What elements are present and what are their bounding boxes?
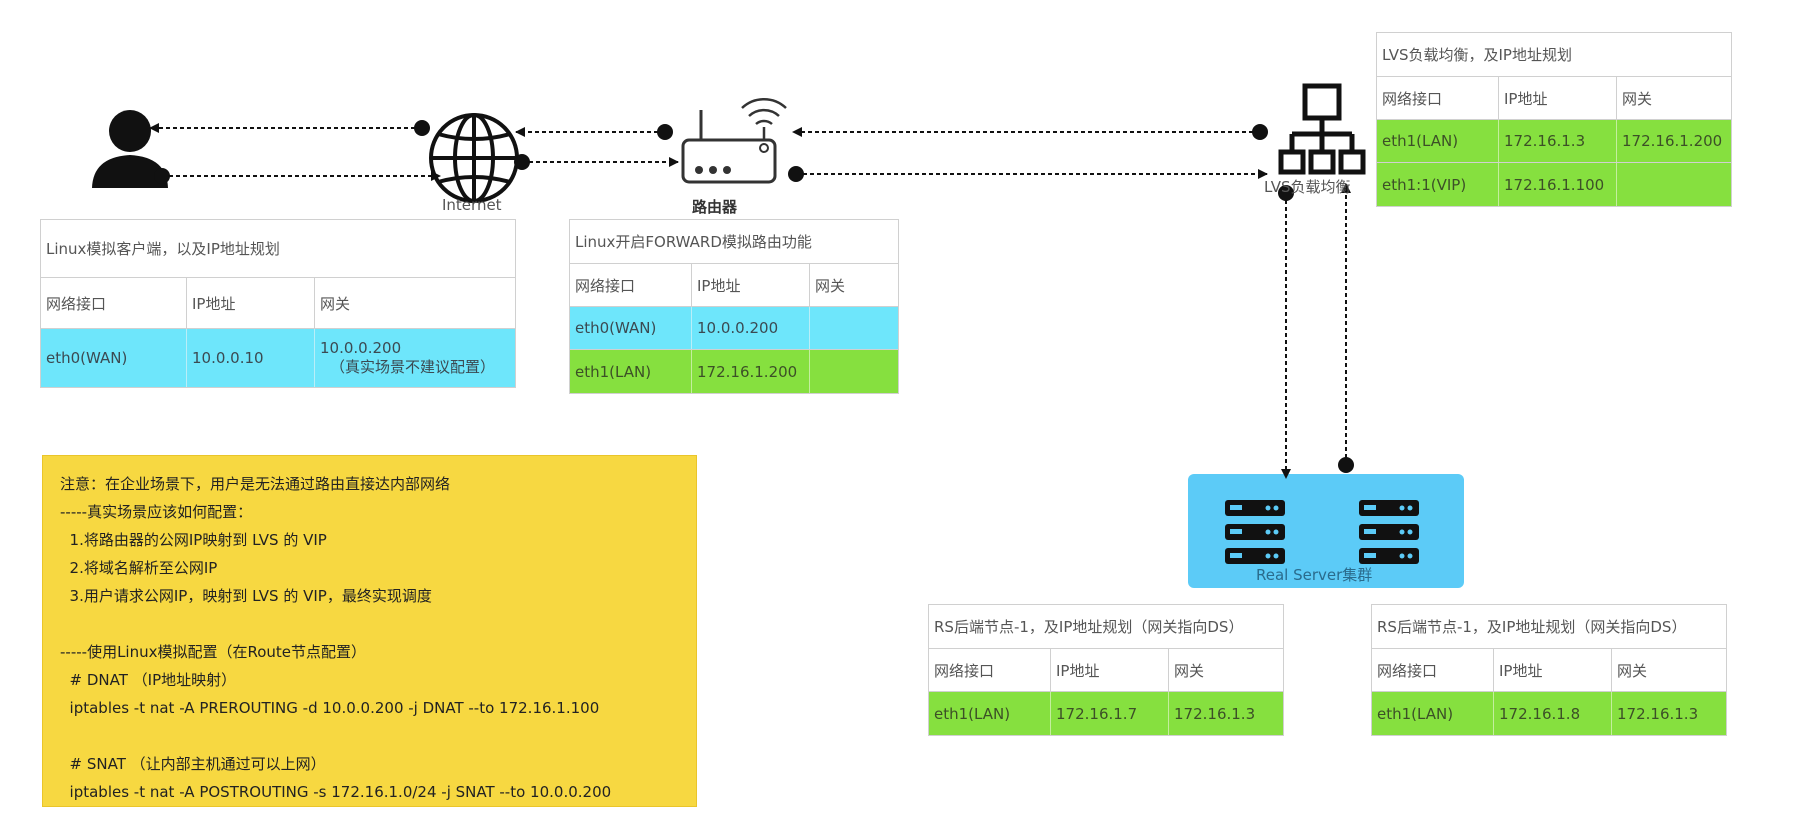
table-caption: Linux模拟客户端，以及IP地址规划 xyxy=(41,220,515,278)
table-row: eth1(LAN) 172.16.1.7 172.16.1.3 xyxy=(929,692,1283,735)
header-cell: 网关 xyxy=(815,276,846,295)
table-header-row: 网络接口 IP地址 网关 xyxy=(1377,77,1731,120)
header-cell: IP地址 xyxy=(692,264,810,306)
table-caption: Linux开启FORWARD模拟路由功能 xyxy=(570,220,898,264)
note-line: # DNAT （IP地址映射） xyxy=(60,671,237,689)
header-cell: 网络接口 xyxy=(570,264,692,306)
user-icon xyxy=(92,110,168,188)
table-header-row: 网络接口 IP地址 网关 xyxy=(570,264,898,307)
iface-cell: eth0(WAN) xyxy=(570,307,692,349)
router-icon xyxy=(681,98,787,184)
table-row: eth1(LAN) 172.16.1.200 xyxy=(570,350,898,393)
iface-cell: eth0(WAN) xyxy=(41,329,187,387)
note-line xyxy=(60,610,696,638)
note-line: 2.将域名解析至公网IP xyxy=(60,559,218,577)
header-cell: IP地址 xyxy=(1051,649,1169,691)
note-line: 1.将路由器的公网IP映射到 LVS 的 VIP xyxy=(60,531,327,549)
connector-dot xyxy=(657,124,673,140)
header-cell: 网关 xyxy=(1174,661,1205,680)
header-cell: 网关 xyxy=(320,294,351,313)
hierarchy-icon xyxy=(1278,83,1366,175)
connector-dot xyxy=(514,154,530,170)
table-row: eth1:1(VIP) 172.16.1.100 xyxy=(1377,163,1731,206)
lvs-ip-table: LVS负载均衡，及IP地址规划 网络接口 IP地址 网关 eth1(LAN) 1… xyxy=(1376,32,1732,207)
gateway-cell xyxy=(1617,163,1731,206)
gateway-cell xyxy=(810,307,898,349)
ip-cell: 172.16.1.3 xyxy=(1499,120,1617,162)
server-icon xyxy=(1359,500,1419,564)
iface-cell: eth1(LAN) xyxy=(1377,120,1499,162)
iface-cell: eth1:1(VIP) xyxy=(1377,163,1499,206)
table-row: eth1(LAN) 172.16.1.8 172.16.1.3 xyxy=(1372,692,1726,735)
connector-dot xyxy=(1338,457,1354,473)
lvs-label: LVS负载均衡 xyxy=(1264,178,1351,196)
connector-dot xyxy=(1278,185,1294,201)
globe-icon xyxy=(429,113,519,203)
header-cell: 网络接口 xyxy=(929,649,1051,691)
connector-dot xyxy=(788,166,804,182)
rs1-ip-table: RS后端节点-1，及IP地址规划（网关指向DS） 网络接口 IP地址 网关 et… xyxy=(928,604,1284,736)
ip-cell: 172.16.1.200 xyxy=(692,350,810,393)
ip-cell: 172.16.1.7 xyxy=(1051,692,1169,735)
ip-cell: 10.0.0.10 xyxy=(187,329,315,387)
table-row: eth0(WAN) 10.0.0.10 10.0.0.200 （真实场景不建议配… xyxy=(41,329,515,387)
ip-cell: 172.16.1.100 xyxy=(1499,163,1617,206)
gateway-value: 10.0.0.200 xyxy=(320,339,402,357)
table-header-row: 网络接口 IP地址 网关 xyxy=(1372,649,1726,692)
table-caption: RS后端节点-1，及IP地址规划（网关指向DS） xyxy=(1372,605,1726,649)
table-caption: RS后端节点-1，及IP地址规划（网关指向DS） xyxy=(929,605,1283,649)
ip-cell: 172.16.1.8 xyxy=(1494,692,1612,735)
connector-dot xyxy=(1252,124,1268,140)
gateway-cell: 172.16.1.3 xyxy=(1169,692,1283,735)
gateway-cell: 10.0.0.200 （真实场景不建议配置） xyxy=(315,329,515,387)
header-cell: IP地址 xyxy=(187,278,315,328)
header-cell: IP地址 xyxy=(1499,77,1617,119)
connector-dot xyxy=(154,168,170,184)
connector-dot xyxy=(414,120,430,136)
cluster-label: Real Server集群 xyxy=(1256,566,1373,584)
router-ip-table: Linux开启FORWARD模拟路由功能 网络接口 IP地址 网关 eth0(W… xyxy=(569,219,899,394)
table-row: eth1(LAN) 172.16.1.3 172.16.1.200 xyxy=(1377,120,1731,163)
note-line: -----真实场景应该如何配置： xyxy=(60,503,253,521)
header-cell: 网络接口 xyxy=(41,278,187,328)
header-cell: IP地址 xyxy=(1494,649,1612,691)
note-line: iptables -t nat -A PREROUTING -d 10.0.0.… xyxy=(60,699,600,717)
client-ip-table: Linux模拟客户端，以及IP地址规划 网络接口 IP地址 网关 eth0(WA… xyxy=(40,219,516,388)
iface-cell: eth1(LAN) xyxy=(570,350,692,393)
header-cell: 网关 xyxy=(1622,89,1653,108)
note-line xyxy=(60,722,696,750)
note-line: -----使用Linux模拟配置（在Route节点配置） xyxy=(60,643,367,661)
iface-cell: eth1(LAN) xyxy=(1372,692,1494,735)
header-cell: 网关 xyxy=(1617,661,1648,680)
table-header-row: 网络接口 IP地址 网关 xyxy=(929,649,1283,692)
note-line: # SNAT （让内部主机通过可以上网） xyxy=(60,755,326,773)
gateway-cell xyxy=(810,350,898,393)
ip-cell: 10.0.0.200 xyxy=(692,307,810,349)
config-note: 注意：在企业场景下，用户是无法通过路由直接达内部网络 -----真实场景应该如何… xyxy=(42,455,697,807)
server-icon xyxy=(1225,500,1285,564)
router-label: 路由器 xyxy=(692,198,738,216)
rs2-ip-table: RS后端节点-1，及IP地址规划（网关指向DS） 网络接口 IP地址 网关 et… xyxy=(1371,604,1727,736)
note-line: 注意：在企业场景下，用户是无法通过路由直接达内部网络 xyxy=(60,475,451,493)
gateway-cell: 172.16.1.3 xyxy=(1612,692,1726,735)
table-header-row: 网络接口 IP地址 网关 xyxy=(41,278,515,329)
gateway-cell: 172.16.1.200 xyxy=(1617,120,1731,162)
note-line: iptables -t nat -A POSTROUTING -s 172.16… xyxy=(60,783,612,801)
table-caption: LVS负载均衡，及IP地址规划 xyxy=(1377,33,1731,77)
internet-label: Internet xyxy=(442,196,502,214)
gateway-note: （真实场景不建议配置） xyxy=(330,358,496,376)
header-cell: 网络接口 xyxy=(1377,77,1499,119)
note-line: 3.用户请求公网IP，映射到 LVS 的 VIP，最终实现调度 xyxy=(60,587,432,605)
header-cell: 网络接口 xyxy=(1372,649,1494,691)
iface-cell: eth1(LAN) xyxy=(929,692,1051,735)
table-row: eth0(WAN) 10.0.0.200 xyxy=(570,307,898,350)
